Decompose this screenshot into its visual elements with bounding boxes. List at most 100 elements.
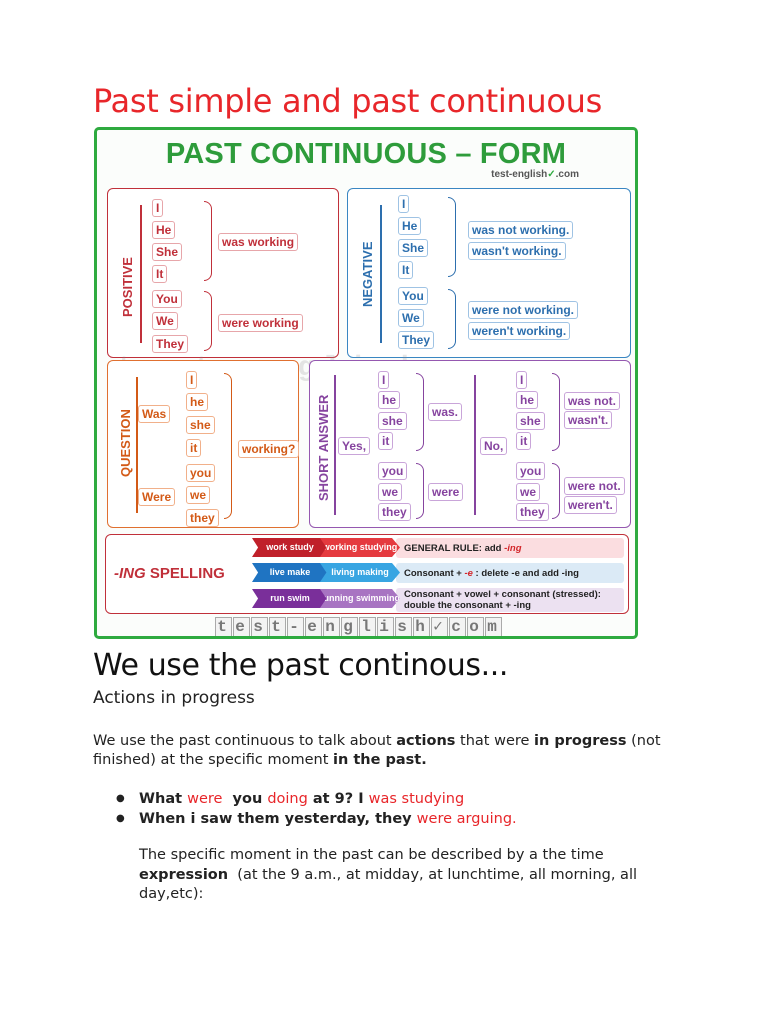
footer-letter: o	[467, 617, 484, 636]
subject-chip: You	[152, 290, 182, 308]
verb-chip: weren't working.	[468, 322, 571, 340]
brace	[416, 463, 424, 519]
footer-check-icon: ✓	[431, 617, 448, 636]
footer-letter: s	[395, 617, 412, 636]
footer-letter: h	[413, 617, 430, 636]
footer-letter: i	[377, 617, 394, 636]
subject-chip: They	[398, 331, 435, 349]
brace	[552, 463, 560, 519]
footer-letter: n	[323, 617, 340, 636]
question-panel: QUESTION Was I he she it working? Were y…	[107, 360, 300, 528]
positive-label: POSITIVE	[120, 257, 135, 317]
ing-verb-arrow: working studying	[320, 538, 400, 557]
answer-chip: was.	[428, 403, 463, 421]
divider-line	[474, 375, 476, 515]
short-answer-panel: SHORT ANSWER Yes, I he she it was. you w…	[309, 360, 631, 528]
highlight: were arguing.	[416, 811, 517, 827]
subject-chip: It	[152, 265, 168, 283]
subject-chip: you	[516, 462, 546, 480]
text: you	[222, 791, 268, 807]
text: We use the past continuous to talk about	[93, 733, 397, 749]
subject-chip: they	[378, 503, 411, 521]
brace	[448, 289, 456, 349]
ing-verb-arrow: running swimming	[320, 589, 400, 608]
spelling-rule: Consonant + -e : delete -e and add -ing	[404, 568, 579, 579]
example-list: What were you doing at 9? I was studying…	[116, 789, 517, 829]
footer-letter: e	[233, 617, 250, 636]
rule-text: : delete -e and add -ing	[472, 568, 579, 579]
subject-chip: He	[398, 217, 422, 235]
footer-letter: t	[269, 617, 286, 636]
subject-chip: He	[152, 221, 176, 239]
rule-background	[396, 588, 624, 612]
check-icon: ✓	[547, 169, 556, 180]
text: When i saw them yesterday, they	[139, 811, 417, 827]
rule-background	[396, 563, 624, 583]
bold-text: expression	[139, 866, 229, 883]
subject-chip: it	[378, 432, 394, 450]
short-answer-label: SHORT ANSWER	[316, 394, 331, 501]
ing-label-prefix: -ING	[114, 565, 146, 582]
divider-line	[140, 205, 142, 343]
brace	[204, 291, 212, 351]
subject-chip: you	[378, 462, 408, 480]
subject-chip: you	[186, 464, 216, 482]
brace	[416, 373, 424, 451]
footer-letter: e	[305, 617, 322, 636]
highlight: was studying	[368, 791, 465, 807]
ing-label-suffix: SPELLING	[145, 565, 225, 582]
bold-text: in progress	[534, 733, 627, 749]
bold-text: in the past.	[333, 752, 427, 768]
text: (at the 9 a.m., at midday, at lunchtime,…	[139, 866, 642, 903]
subject-chip: They	[152, 335, 189, 353]
subject-chip: he	[186, 393, 209, 411]
verb-chip: were working	[218, 314, 303, 332]
subject-chip: we	[186, 486, 211, 504]
subject-chip: he	[378, 391, 401, 409]
answer-chip: were	[428, 483, 464, 501]
negative-panel: NEGATIVE I He She It was not working. wa…	[347, 188, 631, 358]
brace	[552, 373, 560, 451]
divider-line	[380, 205, 382, 343]
list-item: When i saw them yesterday, they were arg…	[116, 809, 517, 829]
subject-chip: they	[186, 509, 219, 527]
footer-letter: t	[215, 617, 232, 636]
base-verb-arrow: live make	[252, 563, 328, 582]
subject-chip: We	[152, 312, 178, 330]
question-label: QUESTION	[118, 409, 133, 477]
subject-chip: we	[378, 483, 403, 501]
text: at 9? I	[307, 791, 369, 807]
positive-panel: POSITIVE I He She It was working You We …	[107, 188, 339, 358]
subject-chip: I	[152, 199, 164, 217]
brace	[448, 197, 456, 277]
subject-chip: I	[398, 195, 410, 213]
subject-chip: I	[516, 371, 528, 389]
subject-chip: it	[516, 432, 532, 450]
document-title: Past simple and past continuous	[93, 82, 603, 120]
answer-chip: wasn't.	[564, 411, 613, 429]
verb-chip: was not working.	[468, 221, 574, 239]
verb-chip: working?	[238, 440, 300, 458]
subject-chip: I	[186, 371, 198, 389]
text: What	[139, 791, 188, 807]
footer-letter: m	[485, 617, 502, 636]
subject-chip: she	[516, 412, 545, 430]
base-verb-arrow: run swim	[252, 589, 328, 608]
divider-line	[334, 375, 336, 515]
rule-text: Consonant + vowel + consonant (stressed)…	[404, 589, 601, 600]
spelling-rule: Consonant + vowel + consonant (stressed)…	[404, 589, 601, 611]
subject-chip: She	[398, 239, 429, 257]
infographic-title: PAST CONTINUOUS – FORM	[165, 138, 567, 170]
footer-letter: g	[341, 617, 358, 636]
brand-name: test-english	[491, 169, 548, 180]
past-continuous-infographic: PAST CONTINUOUS – FORM test-english✓.com…	[94, 127, 638, 639]
ing-spelling-label: -ING SPELLING	[114, 565, 225, 582]
no-chip: No,	[480, 437, 508, 455]
rule-background	[396, 538, 624, 558]
answer-chip: weren't.	[564, 496, 617, 514]
footer-letter: l	[359, 617, 376, 636]
negative-label: NEGATIVE	[360, 241, 375, 308]
subject-chip: It	[398, 261, 414, 279]
answer-chip: was not.	[564, 392, 621, 410]
